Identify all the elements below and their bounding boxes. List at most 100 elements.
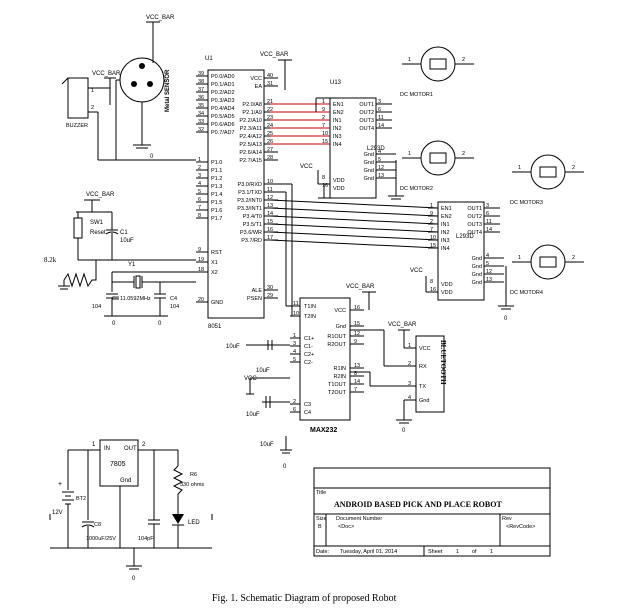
max232-pin-name: VCC	[334, 308, 346, 314]
u1-pin-number: 25	[267, 131, 273, 137]
bluetooth-pin-name: RX	[419, 364, 427, 370]
u1-pin-number: 10	[267, 179, 273, 185]
u1-pin-number: 24	[267, 123, 273, 129]
svg-text:12V: 12V	[52, 510, 63, 516]
bluetooth-label: BLUETOOTH	[439, 340, 447, 385]
motor-pin: 2	[462, 151, 465, 157]
motor-pin: 2	[572, 255, 575, 261]
buzzer-label: BUZZER	[66, 123, 88, 129]
u1-pin-name: P1.2	[211, 176, 222, 182]
driver-pin-name: Gnd	[472, 256, 482, 262]
u1-pin-number: 31	[267, 81, 273, 87]
svg-text:VCC_BAR: VCC_BAR	[260, 52, 289, 58]
vcc-buzzer: VCC_BAR	[92, 71, 121, 88]
bluetooth-pin-name: VCC	[419, 346, 431, 352]
svg-text:1: 1	[456, 549, 459, 555]
u1-pin-name: P1.6	[211, 208, 222, 214]
motor-pin: 2	[572, 165, 575, 171]
driver-pin-number: 16	[322, 183, 328, 189]
max232-pin-number: 9	[354, 339, 357, 345]
u1-pin-name: P2.1/A9	[242, 110, 262, 116]
driver-pin-number: 7	[430, 227, 433, 233]
u1-pin-name: P1.1	[211, 168, 222, 174]
u1-pin-name: X1	[211, 260, 218, 266]
driver-pin-number: 8	[322, 175, 325, 181]
max232-pin-name: C1-	[304, 344, 313, 350]
driver-pin-name: OUT4	[467, 230, 482, 236]
u1-pin-name: P2.2/A10	[239, 118, 262, 124]
max232-pin-number: 6	[293, 407, 296, 413]
motor-pin: 1	[408, 151, 411, 157]
driver-pin-number: 10	[430, 235, 436, 241]
driver-pin-number: 2	[322, 115, 325, 121]
svg-text:VCC: VCC	[244, 376, 257, 382]
u1-pin-name: P0.1/AD1	[211, 82, 235, 88]
svg-text:0: 0	[158, 321, 162, 327]
u1-pin-number: 37	[198, 87, 204, 93]
u1-pin-number: 34	[198, 111, 204, 117]
u1-pin-name: P3.5/T1	[243, 222, 262, 228]
u1-pin-number: 36	[198, 95, 204, 101]
driver-pin-name: Gnd	[364, 160, 374, 166]
u1-pin-number: 17	[267, 235, 273, 241]
max232-pin-name: C4	[304, 410, 311, 416]
svg-text:8.2k: 8.2k	[44, 256, 57, 264]
driver-pin-name: Gnd	[472, 272, 482, 278]
svg-text:0: 0	[150, 154, 154, 160]
u1-pin-number: 30	[267, 285, 273, 291]
max232-pin-name: Gnd	[336, 324, 346, 330]
max232-pin-name: R2IN	[333, 374, 346, 380]
driver-pin-name: EN2	[441, 214, 452, 220]
driver-pin-name: VDD	[441, 290, 453, 296]
motor-label: DC MOTOR3	[510, 200, 543, 206]
max232: MAX232 T1IN11T2IN10C1+1C1-3C2+4C2-5C32C4…	[290, 297, 364, 434]
svg-text:Title: Title	[316, 490, 326, 496]
document-title: ANDROID BASED PICK AND PLACE ROBOT	[334, 500, 502, 509]
u1-pin-name: P0.0/AD0	[211, 74, 235, 80]
u1-pin-number: 13	[267, 203, 273, 209]
svg-text:8051: 8051	[208, 324, 222, 330]
driver-pin-name: IN4	[333, 142, 342, 148]
u1-pin-name: P1.5	[211, 200, 222, 206]
driver-pin-number: 8	[430, 279, 433, 285]
motor-pin: 1	[408, 57, 411, 63]
svg-text:7805: 7805	[110, 461, 126, 468]
svg-text:10uF: 10uF	[260, 442, 274, 448]
u1-pin-name: P3.6/WR	[240, 230, 262, 236]
max232-pin-number: 3	[293, 341, 296, 347]
svg-text:2: 2	[91, 105, 94, 111]
u1-pin-name: VCC	[250, 76, 262, 82]
u1-pin-name: P2.0/A8	[242, 102, 262, 108]
driver-pin-name: IN1	[333, 118, 342, 124]
driver-pin-number: 12	[378, 165, 384, 171]
u1-pin-name: P3.0/RXD	[238, 182, 262, 188]
driver-pin-name: OUT3	[359, 118, 374, 124]
u1-pin-name: X2	[211, 270, 218, 276]
driver-pin-number: 13	[486, 277, 492, 283]
driver-pin-number: 6	[378, 107, 381, 113]
svg-text:0: 0	[112, 321, 116, 327]
svg-text:R6: R6	[190, 472, 197, 478]
u1-pin-name: P2.6/A14	[239, 150, 262, 156]
svg-text:OUT: OUT	[124, 446, 137, 452]
driver-pin-number: 4	[378, 149, 381, 155]
motor-body	[539, 256, 557, 268]
vcc-label: VCC_BAR	[146, 15, 175, 21]
driver-pin-number: 7	[322, 123, 325, 129]
u1-pin-number: 32	[198, 127, 204, 133]
driver-pin-number: 15	[322, 139, 328, 145]
svg-text:VCC: VCC	[410, 268, 423, 274]
u1-pin-number: 1	[198, 157, 201, 163]
max232-pin-number: 5	[293, 357, 296, 363]
svg-text:330 ohms: 330 ohms	[180, 482, 204, 488]
svg-text:L293D: L293D	[456, 234, 474, 240]
bluetooth-pin-number: 3	[408, 381, 411, 387]
driver-pin-number: 6	[486, 211, 489, 217]
svg-text:1000uF/25V: 1000uF/25V	[86, 536, 116, 542]
u1-pin-number: 22	[267, 107, 273, 113]
u1-pin-number: 19	[198, 257, 204, 263]
svg-text:11.0592MHz: 11.0592MHz	[120, 296, 151, 302]
max232-pin-number: 15	[354, 321, 360, 327]
